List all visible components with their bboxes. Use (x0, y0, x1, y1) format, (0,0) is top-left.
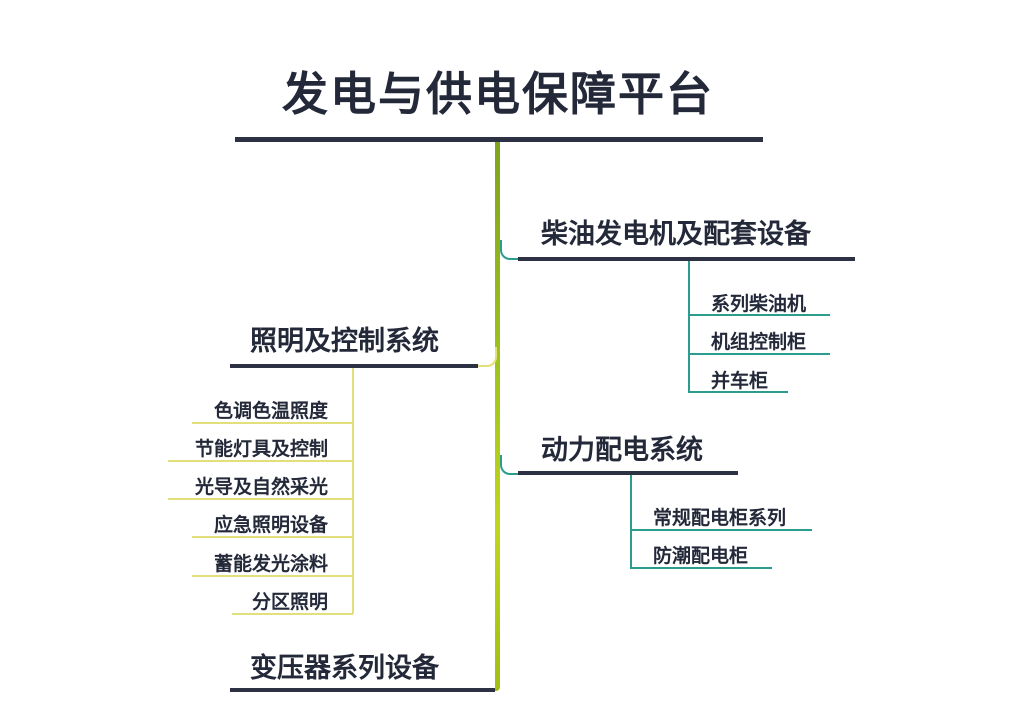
leaf-line (630, 529, 812, 531)
leaf-line (192, 536, 353, 538)
leaf-diesel-engine-series: 系列柴油机 (711, 293, 807, 315)
leaf-light-guide-natural-lighting: 光导及自然采光 (194, 476, 328, 498)
power-connector (500, 455, 520, 475)
leaf-line (688, 353, 830, 355)
leaf-color-temperature-illuminance: 色调色温照度 (213, 400, 328, 422)
branch-power-distribution: 动力配电系统 (541, 435, 703, 466)
leaf-unit-control-cabinet: 机组控制柜 (711, 331, 807, 353)
lighting-stem (352, 368, 354, 614)
leaf-line (688, 391, 788, 393)
leaf-emergency-lighting: 应急照明设备 (213, 514, 328, 536)
diagram-title: 发电与供电保障平台 (282, 67, 714, 121)
leaf-energy-saving-lamps: 节能灯具及控制 (194, 438, 328, 460)
diesel-connector (500, 240, 520, 260)
branch-transformer-underline (230, 688, 495, 692)
lighting-connector (477, 347, 497, 367)
branch-diesel-underline (518, 257, 855, 261)
branch-lighting-control: 照明及控制系统 (250, 326, 439, 357)
diesel-stem (688, 261, 690, 392)
leaf-zone-lighting: 分区照明 (251, 591, 328, 613)
branch-diesel-generator: 柴油发电机及配套设备 (541, 219, 811, 250)
leaf-luminous-coating: 蓄能发光涂料 (213, 553, 328, 575)
leaf-line (168, 498, 353, 500)
leaf-line (192, 575, 353, 577)
leaf-standard-distribution-cabinet: 常规配电柜系列 (653, 507, 787, 529)
main-trunk-line (495, 142, 500, 691)
leaf-line (192, 422, 353, 424)
leaf-paralleling-cabinet: 并车柜 (711, 370, 769, 392)
title-underline (235, 137, 763, 142)
leaf-line (688, 314, 830, 316)
branch-transformer-equipment: 变压器系列设备 (250, 653, 439, 684)
power-stem (630, 475, 632, 569)
leaf-line (232, 613, 353, 615)
branch-lighting-underline (230, 364, 478, 368)
leaf-moisture-proof-cabinet: 防潮配电柜 (653, 545, 749, 567)
leaf-line (630, 567, 772, 569)
leaf-line (168, 460, 353, 462)
branch-power-underline (518, 471, 738, 475)
